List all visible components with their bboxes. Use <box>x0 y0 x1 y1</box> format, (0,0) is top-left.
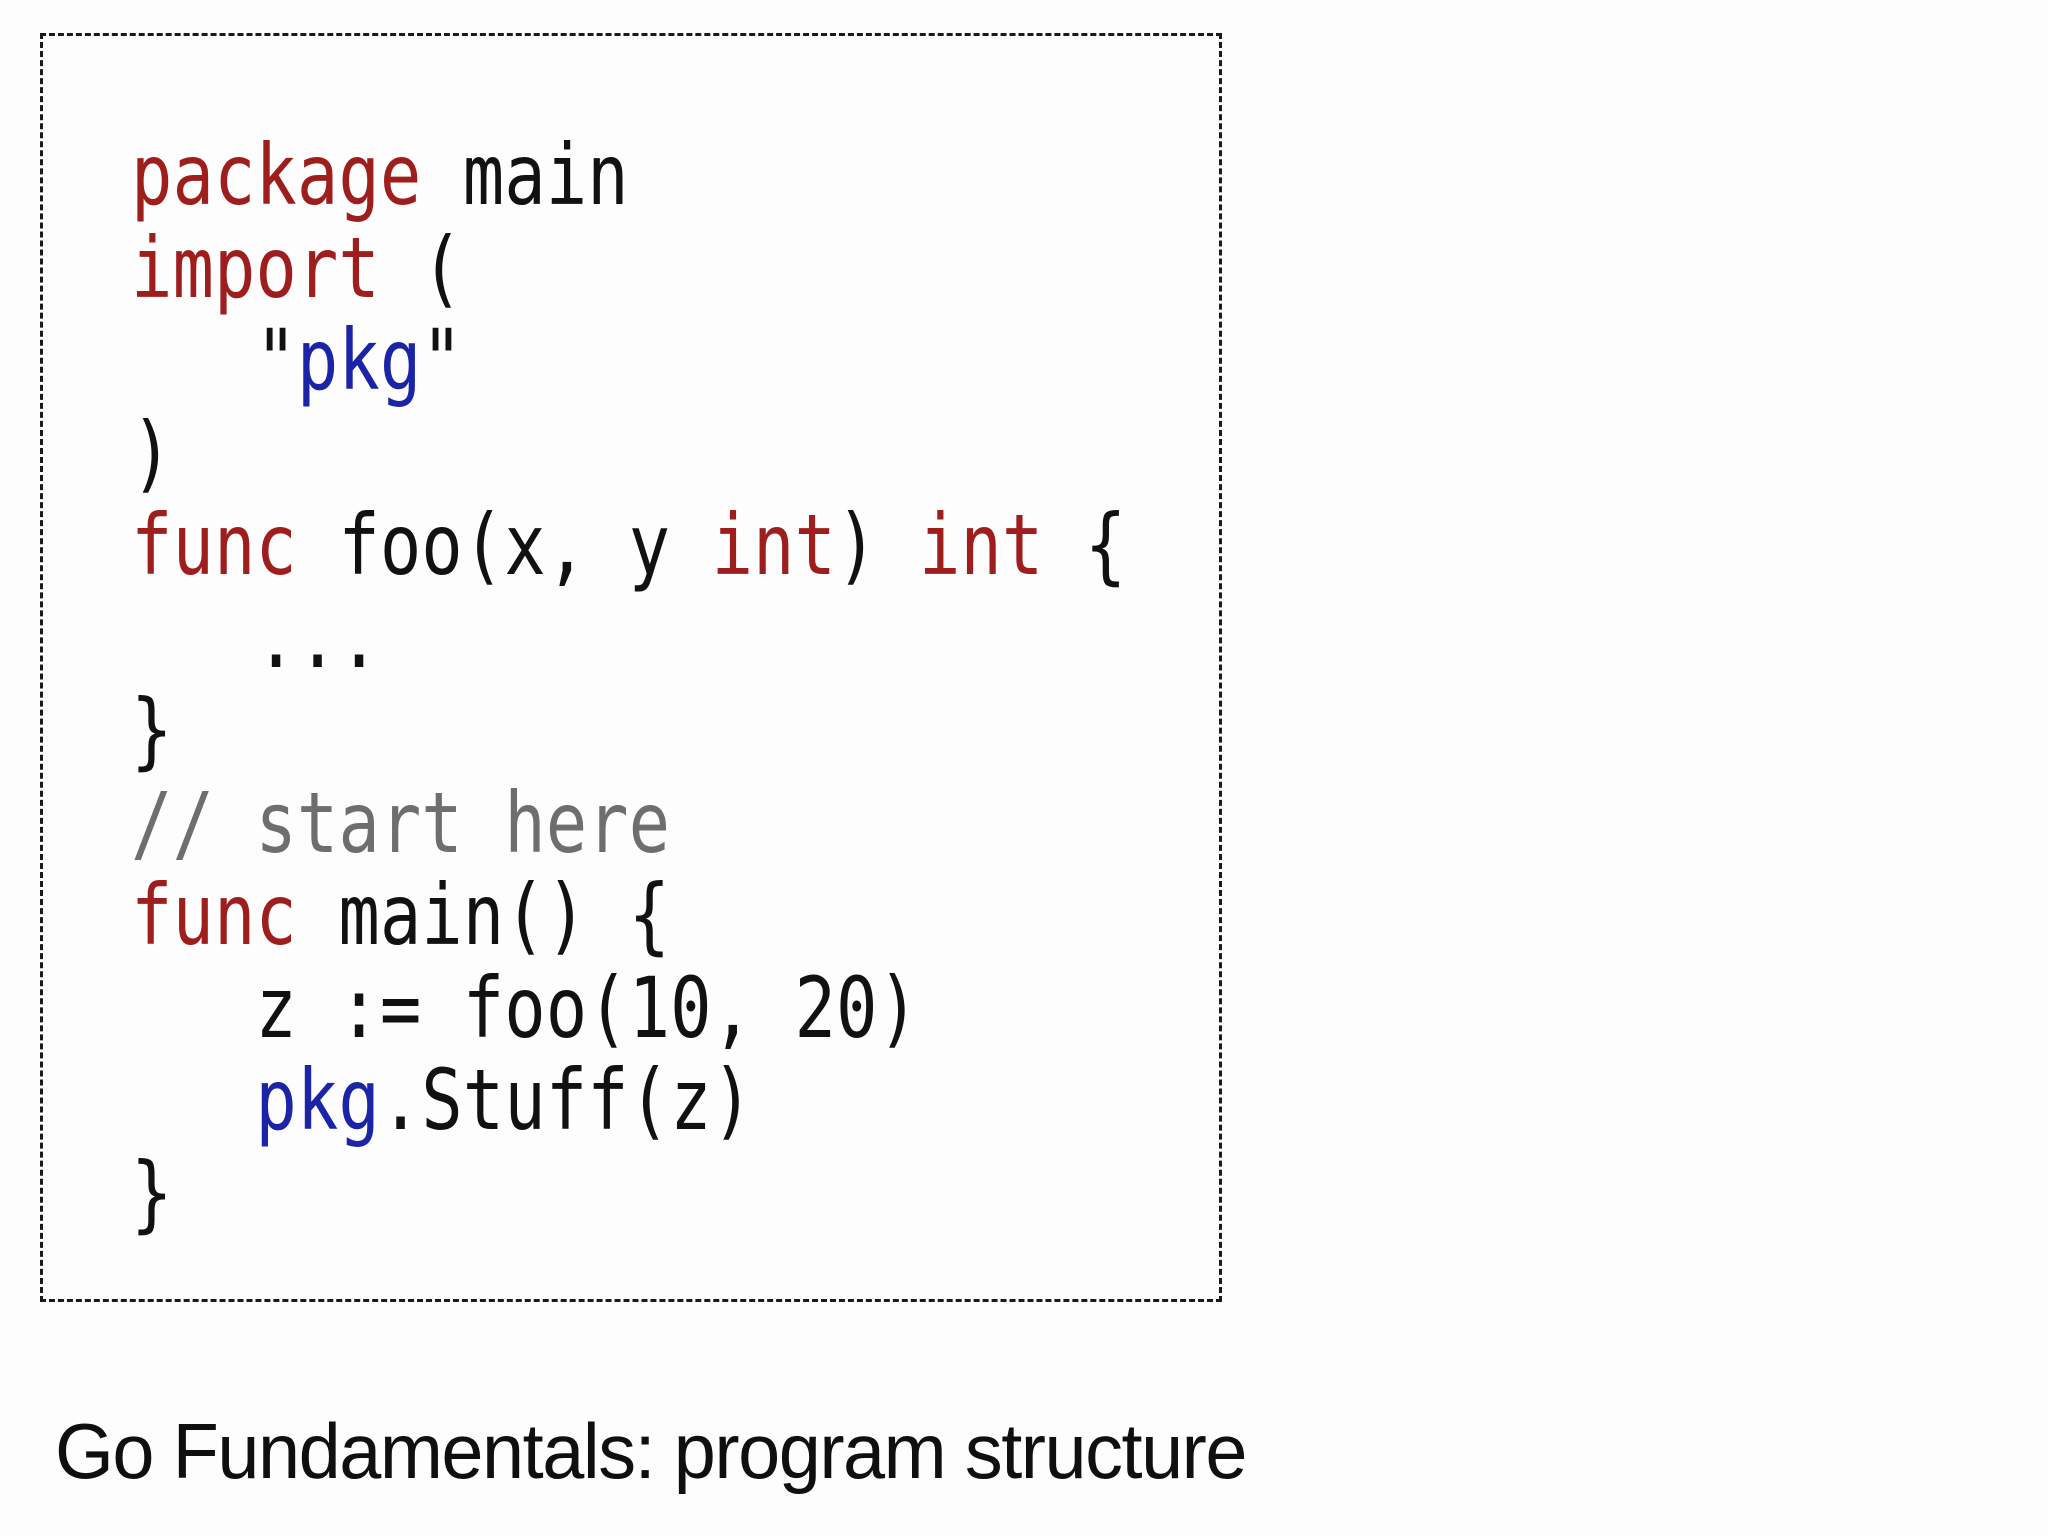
code-token-plain: " <box>421 311 463 409</box>
code-token-plain: { <box>1043 496 1127 594</box>
code-token-keyword: int <box>918 496 1044 594</box>
code-token-plain: " <box>131 311 297 409</box>
code-token-plain: z := foo(10, 20) <box>131 958 919 1057</box>
code-line: func foo(x, y int) int { <box>131 496 1126 594</box>
code-token-plain: ) <box>835 496 919 594</box>
code-token-plain: .Stuff(z) <box>379 1051 754 1149</box>
code-token-keyword: import <box>131 218 380 317</box>
slide-title: Go Fundamentals: program structure <box>55 1407 1248 1495</box>
code-token-plain: main <box>421 126 629 224</box>
code-token-pkgname: pkg <box>296 311 422 409</box>
code-token-plain: ) <box>131 403 173 502</box>
code-line: import ( <box>131 218 1023 317</box>
code-line: func main() { <box>131 869 1023 962</box>
code-token-plain: } <box>131 1143 173 1242</box>
code-token-keyword: func <box>131 496 297 594</box>
code-line: ) <box>131 403 1023 502</box>
code-token-plain: foo(x, y <box>296 496 712 594</box>
code-line: ... <box>131 588 1023 687</box>
code-line: package main <box>131 129 1023 222</box>
code-token-plain <box>131 1051 255 1149</box>
code-token-keyword: func <box>131 866 297 964</box>
code-token-comment: // start here <box>131 773 671 872</box>
code-line: z := foo(10, 20) <box>131 958 1023 1057</box>
code-line: } <box>131 684 1023 777</box>
code-token-keyword: int <box>711 496 836 594</box>
code-token-pkgname: pkg <box>255 1051 380 1149</box>
code-token-plain: ( <box>379 218 463 317</box>
code-line: // start here <box>131 773 1023 872</box>
code-line: } <box>131 1143 1023 1242</box>
code-line: pkg.Stuff(z) <box>131 1054 1023 1147</box>
code-token-plain: main() { <box>296 866 671 964</box>
code-token-plain: ... <box>131 588 380 687</box>
code-line: "pkg" <box>131 314 1023 407</box>
code-token-keyword: package <box>131 126 422 224</box>
code-token-plain: } <box>131 681 173 779</box>
